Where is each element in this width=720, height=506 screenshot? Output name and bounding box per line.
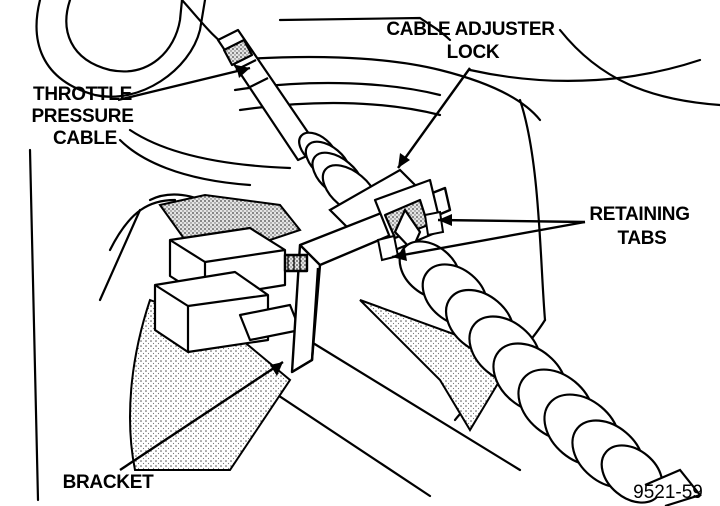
arrow-bracket xyxy=(270,362,283,376)
figure-number: 9521-59 xyxy=(633,482,703,503)
arrow-retaining-tab-upper xyxy=(438,214,452,226)
adjuster-lock-label: CABLE ADJUSTER LOCK xyxy=(386,19,559,63)
arrow-throttle-cable xyxy=(236,65,250,78)
mount-blocks xyxy=(153,226,302,354)
throttle-cable-label: THROTTLE PRESSURE CABLE xyxy=(31,84,138,149)
leader-retaining-tab-upper xyxy=(437,218,586,224)
retaining-tabs xyxy=(376,210,445,262)
arrowheads xyxy=(236,65,452,376)
bracket-label: BRACKET xyxy=(63,472,154,493)
arrow-retaining-tab-lower xyxy=(392,249,407,261)
lower-cable-boot xyxy=(398,240,702,506)
retaining-tabs-label: RETAINING TABS xyxy=(589,204,694,249)
arrow-adjuster-lock xyxy=(398,153,410,168)
leader-adjuster-lock xyxy=(397,67,471,169)
leader-throttle-cable xyxy=(117,66,251,102)
leader-lines xyxy=(117,66,586,472)
leader-retaining-tab-lower xyxy=(391,220,586,259)
leader-bracket xyxy=(119,360,284,472)
bracket-plate xyxy=(283,186,452,374)
